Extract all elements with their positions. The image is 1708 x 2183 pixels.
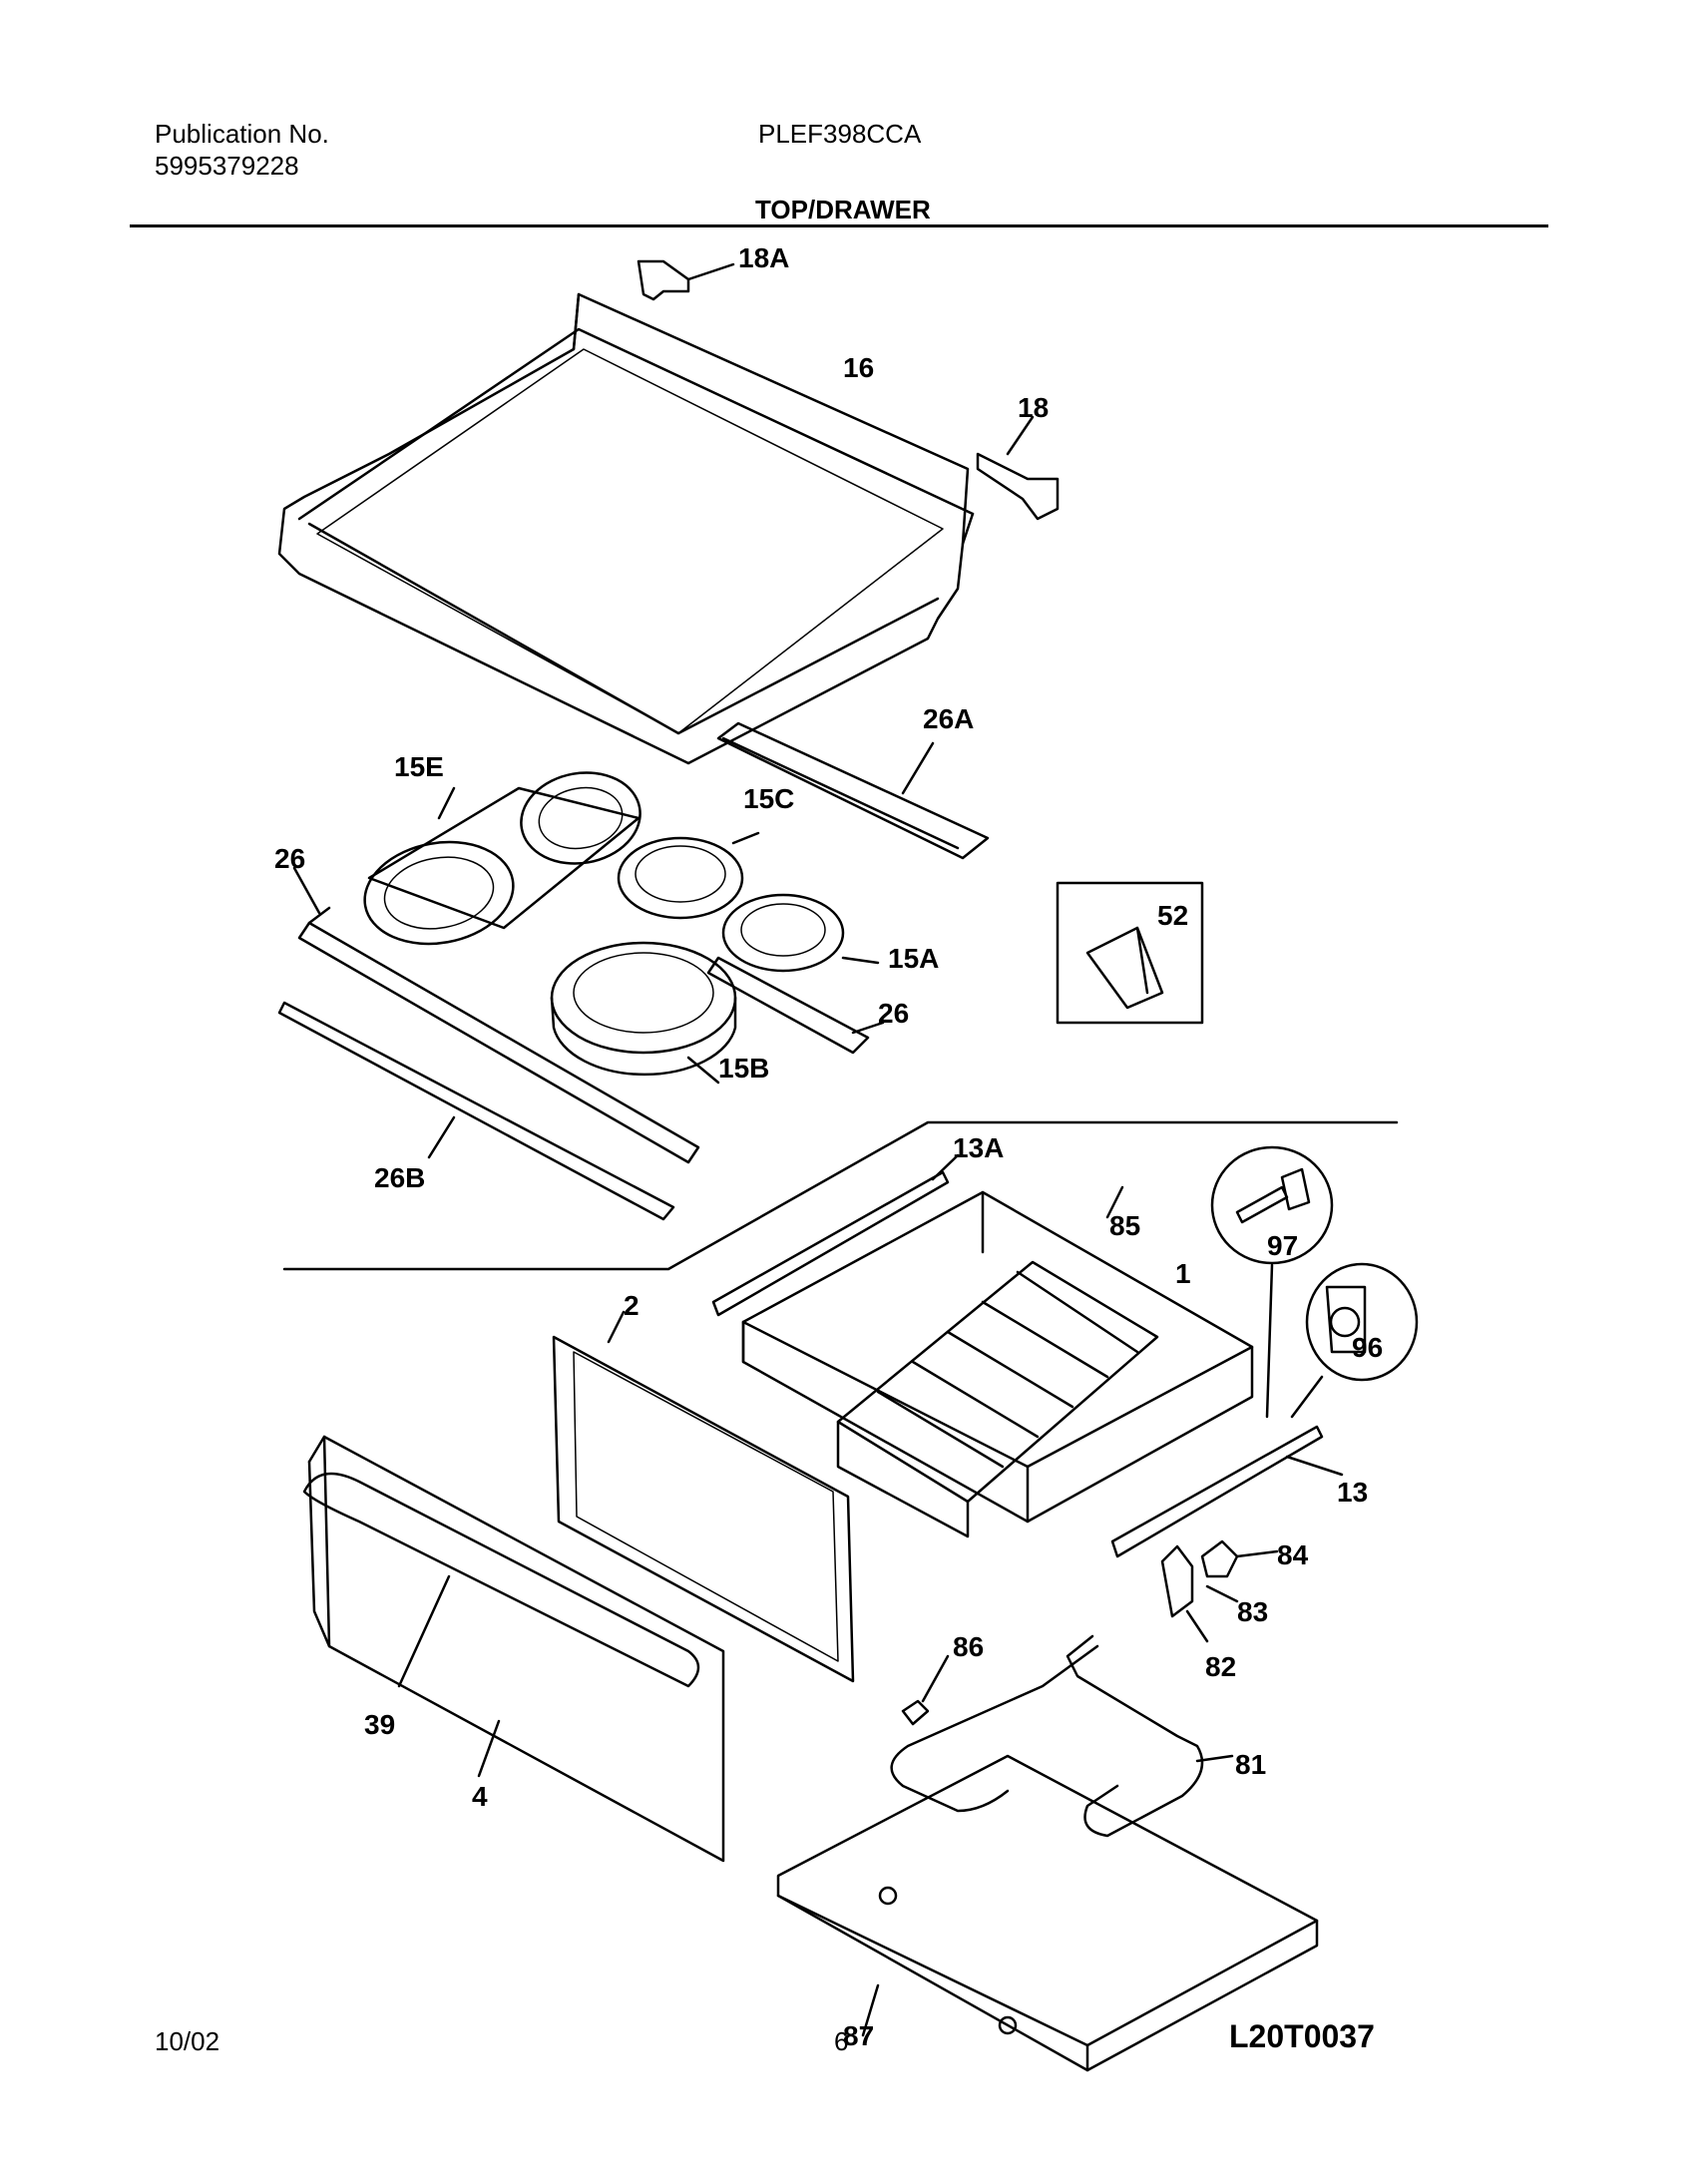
element-15b <box>550 941 737 1085</box>
element-15c <box>617 831 760 920</box>
part-label-82: 82 <box>1205 1651 1236 1682</box>
handle-39 <box>302 1472 700 1688</box>
part-label-18: 18 <box>1018 392 1049 423</box>
part-label-85: 85 <box>1109 1210 1140 1241</box>
publication-label: Publication No. <box>155 119 329 149</box>
part-label-13: 13 <box>1337 1477 1368 1508</box>
page-number: 6 <box>834 2026 849 2056</box>
part-label-52: 52 <box>1157 900 1188 931</box>
callout-97 <box>1210 1145 1334 1419</box>
part-label-1: 1 <box>1175 1258 1191 1289</box>
part-label-96: 96 <box>1352 1332 1383 1363</box>
rail-13a <box>711 1153 960 1317</box>
divider-line <box>282 1120 1399 1271</box>
hardware-82-84 <box>1160 1539 1279 1643</box>
element-15e <box>363 771 641 946</box>
part-label-84: 84 <box>1277 1539 1309 1570</box>
element-81 <box>890 1634 1234 1838</box>
part-label-15e: 15E <box>394 751 444 782</box>
cooktop-top-panel <box>277 292 975 765</box>
part-label-18a: 18A <box>738 242 789 273</box>
part-label-86: 86 <box>953 1631 984 1662</box>
part-label-15c: 15C <box>743 783 794 814</box>
drawer-inner-panel-2 <box>552 1310 855 1683</box>
rack-85 <box>836 1185 1159 1538</box>
section-title: TOP/DRAWER <box>755 195 931 224</box>
inset-52 <box>1056 881 1204 1025</box>
rail-26-left <box>292 866 700 1164</box>
bottom-panel-87 <box>776 1754 1319 2072</box>
callout-96 <box>1290 1262 1419 1419</box>
rail-26a <box>716 721 990 860</box>
part-label-2: 2 <box>624 1290 640 1321</box>
part-label-4: 4 <box>472 1781 488 1812</box>
bracket-18 <box>976 415 1060 521</box>
header-rule <box>130 224 1548 227</box>
part-label-39: 39 <box>364 1709 395 1740</box>
element-15a <box>721 893 880 973</box>
clip-86 <box>901 1654 950 1726</box>
part-label-81: 81 <box>1235 1749 1266 1780</box>
part-label-26b: 26B <box>374 1162 425 1193</box>
publication-number: 5995379228 <box>155 151 299 181</box>
rail-13 <box>1110 1425 1344 1558</box>
rail-26-right <box>706 956 885 1055</box>
drawer-front-4 <box>302 1435 725 1863</box>
part-label-87: 87 <box>843 2020 874 2051</box>
model-number: PLEF398CCA <box>758 119 922 149</box>
part-label-26: 26 <box>878 998 909 1029</box>
part-label-15b: 15B <box>718 1053 769 1084</box>
rail-26b <box>277 1001 675 1221</box>
part-label-97: 97 <box>1267 1230 1298 1261</box>
diagram-code: L20T0037 <box>1229 2018 1375 2054</box>
part-label-26: 26 <box>274 843 305 874</box>
bracket-18a <box>637 259 735 301</box>
part-label-13a: 13A <box>953 1132 1004 1163</box>
drawer-box <box>741 1190 1254 1524</box>
part-label-83: 83 <box>1237 1596 1268 1627</box>
footer-date: 10/02 <box>155 2026 220 2056</box>
part-label-16: 16 <box>843 352 874 383</box>
part-label-15a: 15A <box>888 943 939 974</box>
part-label-26a: 26A <box>923 703 974 734</box>
